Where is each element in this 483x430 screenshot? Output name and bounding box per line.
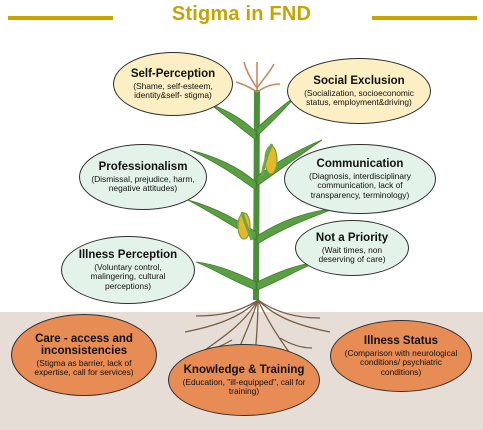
- node-not-a-priority: Not a Priority (Wait times, non deservin…: [295, 220, 409, 276]
- node-heading: Not a Priority: [315, 231, 389, 244]
- page-title: Stigma in FND: [171, 3, 312, 25]
- node-detail: (Wait times, non deserving of care): [318, 244, 386, 265]
- node-heading: Knowledge & Training: [183, 363, 305, 376]
- node-detail: (Education, "ill-equipped", call for tra…: [182, 376, 306, 397]
- node-communication: Communication (Diagnosis, interdisciplin…: [284, 144, 436, 214]
- node-illness-perception: Illness Perception (Voluntary control, m…: [61, 236, 195, 304]
- stalk: [253, 89, 260, 301]
- node-heading: Professionalism: [98, 160, 188, 173]
- tassel: [235, 61, 281, 93]
- node-heading: Illness Status: [363, 334, 439, 347]
- node-heading: Care - access and inconsistencies: [35, 332, 133, 357]
- node-detail: (Dismissal, prejudice, harm, negative at…: [91, 173, 195, 194]
- node-heading: Social Exclusion: [313, 74, 405, 87]
- corn-cobs: [237, 143, 278, 241]
- node-heading: Communication: [316, 157, 404, 170]
- node-detail: (Stigma as barrier, lack of expertise, c…: [34, 357, 134, 378]
- node-knowledge-training: Knowledge & Training (Education, "ill-eq…: [168, 344, 320, 416]
- node-detail: (Comparison with neurological conditions…: [344, 347, 458, 377]
- node-detail: (Shame, self-esteem, identity&self- stig…: [133, 80, 213, 101]
- title-rule-right: [372, 16, 477, 20]
- node-heading: Illness Perception: [78, 248, 178, 261]
- node-detail: (Voluntary control, malingering, cultura…: [90, 261, 166, 291]
- node-social-exclusion: Social Exclusion (Socialization, socioec…: [287, 58, 431, 124]
- node-self-perception: Self-Perception (Shame, self-esteem, ide…: [113, 52, 233, 116]
- node-heading: Self-Perception: [130, 67, 216, 80]
- node-professionalism: Professionalism (Dismissal, prejudice, h…: [79, 144, 207, 210]
- node-care-access: Care - access and inconsistencies (Stigm…: [11, 314, 157, 396]
- node-illness-status: Illness Status (Comparison with neurolog…: [330, 320, 472, 392]
- node-detail: (Socialization, socioeconomic status, em…: [304, 87, 414, 108]
- leaves: [187, 95, 337, 291]
- title-rule-left: [8, 16, 113, 20]
- node-detail: (Diagnosis, interdisciplinary communicat…: [309, 170, 411, 200]
